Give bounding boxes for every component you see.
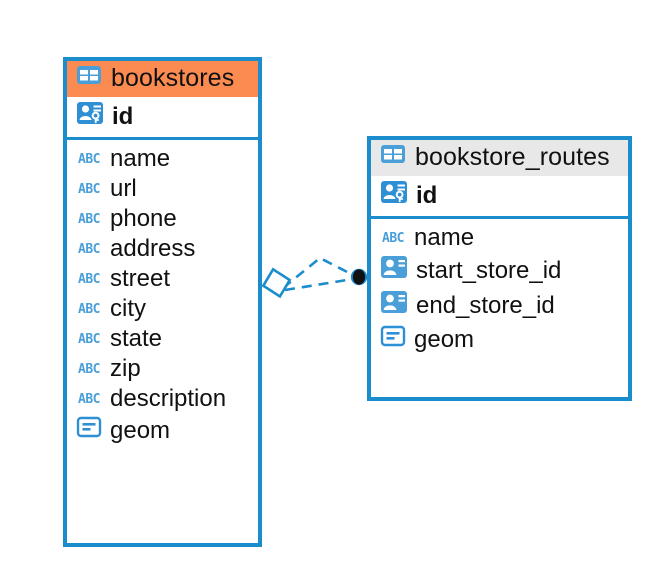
field-label-city: city [110,295,146,322]
geometry-type-icon [76,415,102,446]
primary-key-icon [76,100,104,133]
field-row-name[interactable]: ABC name [371,223,628,253]
field-row-state[interactable]: ABC state [67,324,258,354]
text-type-icon: ABC [78,271,100,287]
field-row-phone[interactable]: ABC phone [67,204,258,234]
field-row-geom[interactable]: geom [67,414,258,447]
field-label-url: url [110,175,137,202]
field-label-address: address [110,235,196,262]
entity-bookstores[interactable]: bookstores id ABC name [63,57,262,547]
entity-header-bookstore-routes[interactable]: bookstore_routes [371,140,628,176]
text-type-icon: ABC [78,331,100,347]
field-row-url[interactable]: ABC url [67,174,258,204]
field-list-bookstore-routes: ABC name start_store_id [371,219,628,360]
text-type-icon: ABC [78,151,100,167]
field-row-description[interactable]: ABC description [67,384,258,414]
entity-bookstore-routes[interactable]: bookstore_routes id ABC name [367,136,632,401]
field-label-name: name [414,224,475,251]
field-label-name: name [110,145,171,172]
field-row-address[interactable]: ABC address [67,234,258,264]
field-row-geom[interactable]: geom [371,323,628,356]
field-row-zip[interactable]: ABC zip [67,354,258,384]
field-label-start-store-id: start_store_id [416,256,562,284]
field-row-id-bookstores[interactable]: id [67,97,258,140]
field-label-street: street [110,265,171,292]
text-type-icon: ABC [78,181,100,197]
foreign-key-icon [380,289,408,322]
field-label-phone: phone [110,205,177,232]
entity-title-bookstore-routes: bookstore_routes [415,143,610,171]
field-row-street[interactable]: ABC street [67,264,258,294]
field-label-description: description [110,385,227,412]
table-icon [76,64,102,93]
field-label-state: state [110,325,163,352]
field-row-city[interactable]: ABC city [67,294,258,324]
table-icon [380,143,406,172]
primary-key-icon [380,179,408,212]
geometry-type-icon [380,324,406,355]
filled-circle-endpoint [350,268,368,286]
text-type-icon: ABC [78,391,100,407]
field-label-zip: zip [110,355,141,382]
field-row-id-bookstore-routes[interactable]: id [371,176,628,219]
relationship-line-lower [284,277,354,292]
field-label-geom: geom [414,325,475,353]
entity-title-bookstores: bookstores [111,64,235,92]
field-label-geom: geom [110,416,171,444]
field-label-id-bookstores: id [112,102,134,130]
text-type-icon: ABC [78,241,100,257]
field-row-end-store-id[interactable]: end_store_id [371,288,628,323]
entity-header-bookstores[interactable]: bookstores [67,61,258,97]
text-type-icon: ABC [78,301,100,317]
diamond-endpoint [261,267,292,299]
field-row-start-store-id[interactable]: start_store_id [371,253,628,288]
relationship-line-upper [282,256,356,290]
field-list-bookstores: ABC name ABC url ABC phone ABC address A… [67,140,258,451]
field-label-end-store-id: end_store_id [416,291,555,319]
foreign-key-icon [380,254,408,287]
text-type-icon: ABC [78,211,100,227]
field-row-name[interactable]: ABC name [67,144,258,174]
text-type-icon: ABC [78,361,100,377]
field-label-id-bookstore-routes: id [416,181,438,209]
text-type-icon: ABC [382,230,404,246]
